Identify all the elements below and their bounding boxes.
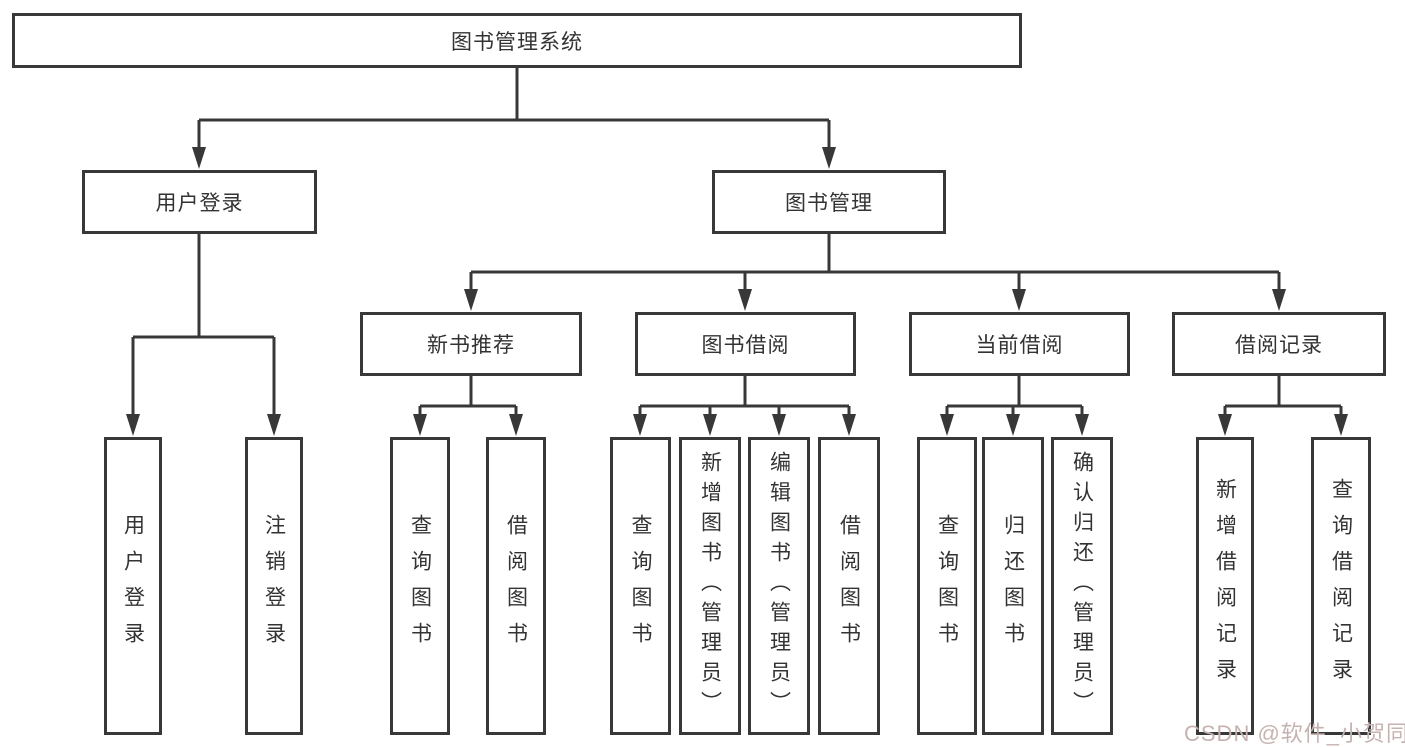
node-label: 图书借阅 xyxy=(701,334,790,357)
node-user-login-group: 用户登录 xyxy=(82,170,317,234)
node-label: 查询图书 xyxy=(935,514,959,658)
arrowheads-borrowrecord-children xyxy=(1218,414,1348,436)
watermark: CSDN @软件_小贺同学 xyxy=(1184,721,1405,746)
node-library-management-system: 图书管理系统 xyxy=(12,13,1022,68)
node-cb-return-books: 归还图书 xyxy=(982,437,1044,735)
node-label: 用户登录 xyxy=(121,514,145,658)
node-label: 图书管理 xyxy=(785,192,873,215)
arrowheads-userlogin-children xyxy=(126,414,281,436)
node-label: 新增借阅记录 xyxy=(1213,478,1237,694)
connector-root-to-level2 xyxy=(197,68,831,149)
arrowheads-bookborrow-children xyxy=(633,414,856,436)
node-label: 注销登录 xyxy=(262,514,286,658)
node-label: 借阅记录 xyxy=(1235,334,1323,357)
node-cb-confirm-return-admin: 确认归还（管理员） xyxy=(1051,437,1113,735)
node-label: 新增图书（管理员） xyxy=(698,451,722,721)
node-new-book-recommend: 新书推荐 xyxy=(360,312,582,376)
node-label: 借阅图书 xyxy=(504,514,528,658)
node-nbr-borrow-books: 借阅图书 xyxy=(486,437,546,735)
node-book-management: 图书管理 xyxy=(712,170,946,234)
node-bb-borrow-books: 借阅图书 xyxy=(818,437,880,735)
node-bb-edit-books-admin: 编辑图书（管理员） xyxy=(748,437,810,735)
connector-bookmgmt-to-level3 xyxy=(469,234,1281,291)
node-label: 新书推荐 xyxy=(427,334,515,357)
connector-borrowrecord-to-children xyxy=(1223,376,1343,416)
node-logout: 注销登录 xyxy=(245,437,303,735)
connector-currentborrow-to-children xyxy=(945,376,1084,416)
node-label: 借阅图书 xyxy=(837,514,861,658)
arrowheads-level2 xyxy=(192,147,836,169)
arrowheads-level3 xyxy=(464,289,1286,311)
node-user-login: 用户登录 xyxy=(104,437,162,735)
node-borrow-record: 借阅记录 xyxy=(1172,312,1386,376)
connector-newbookrec-to-children xyxy=(418,376,518,416)
node-label: 确认归还（管理员） xyxy=(1070,451,1094,721)
node-bb-query-books: 查询图书 xyxy=(610,437,671,735)
connector-userlogin-to-children xyxy=(131,234,276,416)
node-label: 归还图书 xyxy=(1001,514,1025,658)
node-cb-query-books: 查询图书 xyxy=(917,437,977,735)
node-label: 用户登录 xyxy=(155,192,244,215)
node-br-query-record: 查询借阅记录 xyxy=(1311,437,1371,735)
node-label: 当前借阅 xyxy=(975,334,1064,357)
node-br-add-record: 新增借阅记录 xyxy=(1196,437,1254,735)
node-bb-add-books-admin: 新增图书（管理员） xyxy=(679,437,741,735)
node-nbr-query-books: 查询图书 xyxy=(390,437,450,735)
node-label: 查询借阅记录 xyxy=(1329,478,1353,694)
arrowheads-currentborrow-children xyxy=(940,414,1089,436)
node-label: 编辑图书（管理员） xyxy=(767,451,791,721)
node-book-borrow: 图书借阅 xyxy=(635,312,856,376)
node-label: 查询图书 xyxy=(629,514,652,658)
connector-bookborrow-to-children xyxy=(638,376,851,416)
node-label: 查询图书 xyxy=(408,514,432,658)
node-label: 图书管理系统 xyxy=(451,30,583,54)
arrowheads-newbookrec-children xyxy=(413,414,523,436)
node-current-borrow: 当前借阅 xyxy=(909,312,1130,376)
